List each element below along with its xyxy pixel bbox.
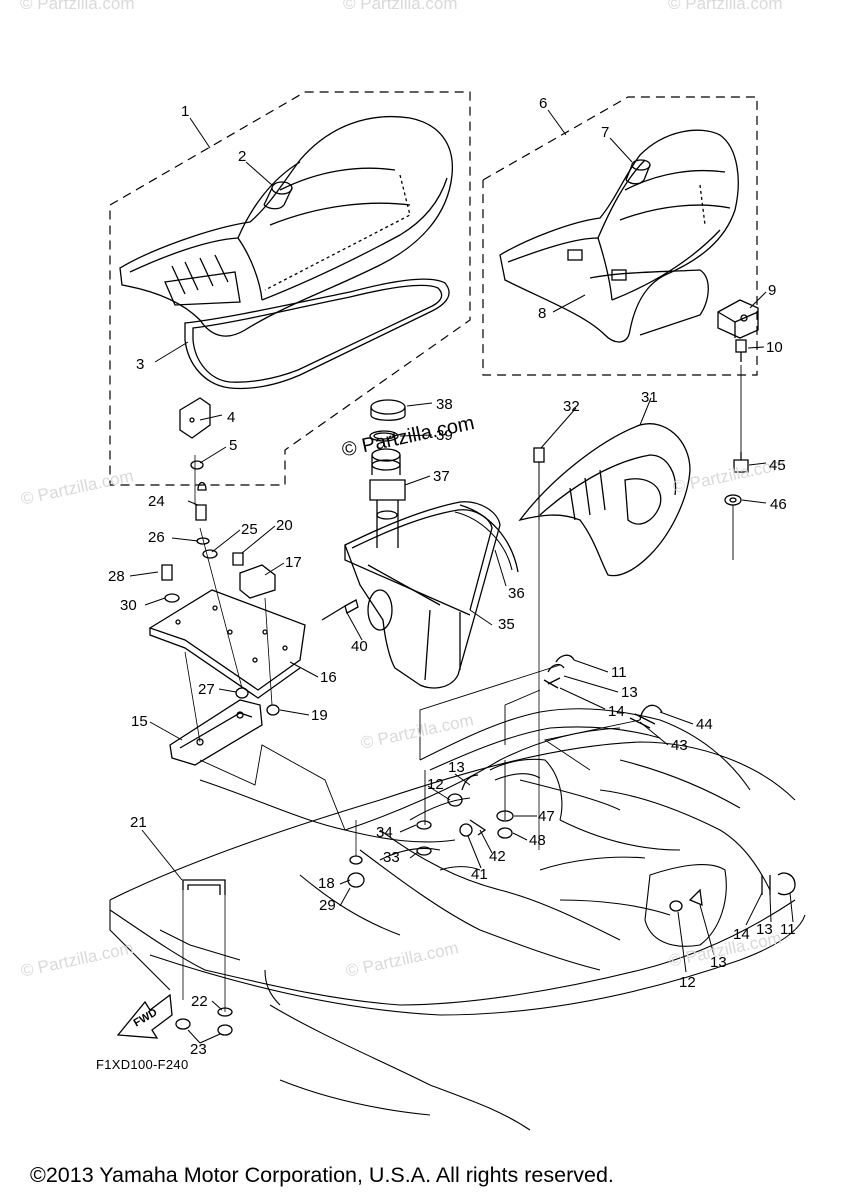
callout-13d: 13 xyxy=(756,921,773,938)
callout-40: 40 xyxy=(351,638,368,655)
seat-assembly-6-boundary xyxy=(482,96,758,376)
callout-37: 37 xyxy=(433,468,450,485)
callout-31: 31 xyxy=(641,389,658,406)
seat-assembly-1-boundary xyxy=(109,91,471,486)
callout-12a: 12 xyxy=(427,776,444,793)
callout-8: 8 xyxy=(538,305,547,322)
fwd-arrow xyxy=(116,993,173,1039)
clips-upper-drawing xyxy=(543,654,663,729)
bracket-9-drawing xyxy=(717,299,759,560)
callout-44: 44 xyxy=(696,716,713,733)
callout-45: 45 xyxy=(769,457,786,474)
storage-bucket-35-drawing xyxy=(344,501,519,689)
hull-drawing xyxy=(109,708,806,1131)
callout-2: 2 xyxy=(238,148,247,165)
watermark-top-right: © Partzilla.com xyxy=(668,0,783,13)
callout-18: 18 xyxy=(318,875,335,892)
diagram-code: F1XD100-F240 xyxy=(96,1057,189,1072)
callout-13b: 13 xyxy=(448,759,465,776)
rivet-40-drawing xyxy=(321,599,359,621)
callout-28: 28 xyxy=(108,568,125,585)
seat-1-drawing xyxy=(119,115,454,390)
copyright-notice: ©2013 Yamaha Motor Corporation, U.S.A. A… xyxy=(30,1163,614,1187)
hull-fasteners-drawing xyxy=(347,774,796,912)
callout-12b: 12 xyxy=(679,974,696,991)
callout-17: 17 xyxy=(285,554,302,571)
callout-30: 30 xyxy=(120,597,137,614)
callout-48: 48 xyxy=(529,832,546,849)
reference-lines xyxy=(199,664,641,831)
callout-35: 35 xyxy=(498,616,515,633)
callout-11b: 11 xyxy=(780,921,796,938)
callout-36: 36 xyxy=(508,585,525,602)
watermark-top-left: © Partzilla.com xyxy=(20,0,135,13)
seat-6-drawing xyxy=(499,129,739,343)
callout-43: 43 xyxy=(671,737,688,754)
callout-24: 24 xyxy=(148,493,165,510)
callout-1: 1 xyxy=(181,103,190,120)
callout-33: 33 xyxy=(383,849,400,866)
leader-lines xyxy=(129,109,794,1044)
fasteners-left-drawing xyxy=(161,397,280,743)
glove-box-31-drawing xyxy=(518,423,691,850)
callout-13a: 13 xyxy=(621,684,638,701)
callout-13c: 13 xyxy=(710,954,727,971)
callout-39: 39 xyxy=(436,427,453,444)
callout-6: 6 xyxy=(539,95,548,112)
callout-4: 4 xyxy=(227,409,236,426)
callout-26: 26 xyxy=(148,529,165,546)
callout-46: 46 xyxy=(770,496,787,513)
callout-38: 38 xyxy=(436,396,453,413)
handle-21-drawing xyxy=(175,879,233,1036)
callout-41: 41 xyxy=(471,866,488,883)
watermark-top-center: © Partzilla.com xyxy=(343,0,458,13)
callout-22: 22 xyxy=(191,993,208,1010)
callout-3: 3 xyxy=(136,356,145,373)
callout-5: 5 xyxy=(229,437,238,454)
callout-32: 32 xyxy=(563,398,580,415)
plate-16-drawing xyxy=(148,589,306,766)
callout-9: 9 xyxy=(768,282,777,299)
callout-29: 29 xyxy=(319,897,336,914)
callout-14b: 14 xyxy=(733,926,750,943)
callout-16: 16 xyxy=(320,669,337,686)
callout-20: 20 xyxy=(276,517,293,534)
callout-11a: 11 xyxy=(611,664,627,681)
callout-47: 47 xyxy=(538,808,555,825)
filler-cap-drawing xyxy=(369,399,406,548)
callout-7: 7 xyxy=(601,124,610,141)
callout-14a: 14 xyxy=(608,703,625,720)
callout-27: 27 xyxy=(198,681,215,698)
callout-21: 21 xyxy=(130,814,147,831)
callout-23: 23 xyxy=(190,1041,207,1058)
callout-15: 15 xyxy=(131,713,148,730)
callout-25: 25 xyxy=(241,521,258,538)
callout-42: 42 xyxy=(489,848,506,865)
callout-19: 19 xyxy=(311,707,328,724)
callout-34: 34 xyxy=(376,824,393,841)
callout-10: 10 xyxy=(766,339,783,356)
